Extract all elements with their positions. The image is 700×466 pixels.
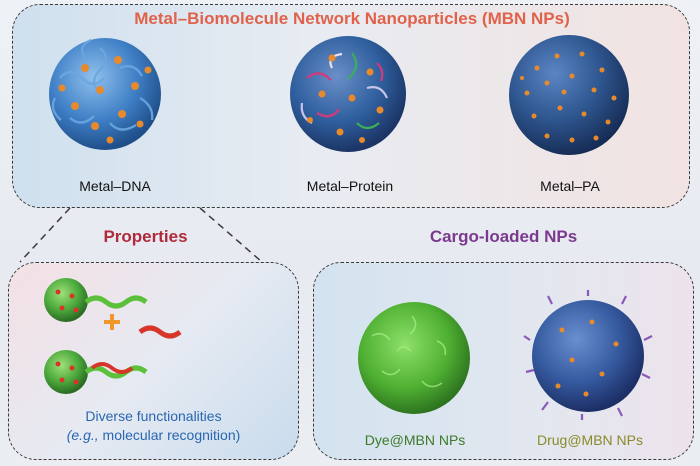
metal-dna-label: Metal–DNA	[60, 178, 170, 194]
dye-label: Dye@MBN NPs	[345, 432, 485, 448]
metal-protein-label: Metal–Protein	[290, 178, 410, 194]
metal-protein-particle	[282, 28, 414, 160]
dye-particle	[352, 296, 476, 420]
recognition-schematic	[40, 272, 200, 402]
properties-caption: Diverse functionalities (e.g., molecular…	[8, 408, 299, 443]
panel-title: Metal–Biomolecule Network Nanoparticles …	[13, 9, 690, 29]
metal-dna-particle	[40, 28, 170, 158]
caption-rest: molecular recognition)	[99, 427, 241, 443]
drug-particle	[522, 290, 654, 422]
metal-pa-label: Metal–PA	[520, 178, 620, 194]
properties-title: Properties	[0, 227, 291, 247]
caption-line-1: Diverse functionalities	[8, 408, 299, 424]
cargo-title: Cargo-loaded NPs	[313, 227, 694, 247]
metal-pa-particle	[502, 28, 636, 162]
caption-line-2: (e.g., molecular recognition)	[8, 427, 299, 443]
caption-eg: (e.g.,	[67, 427, 99, 443]
drug-label: Drug@MBN NPs	[520, 432, 660, 448]
